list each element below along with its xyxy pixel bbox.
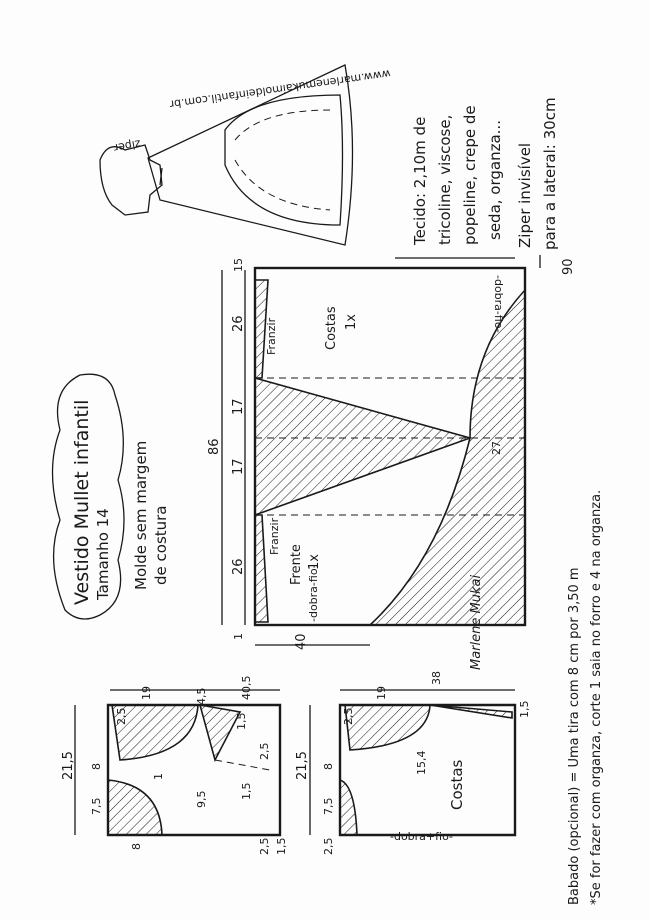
fold-grain-label: -dobra+fio- xyxy=(390,830,453,843)
note-fabric-line: tricoline, viscose, xyxy=(436,115,454,245)
front-label: Frente xyxy=(289,544,304,585)
title-cloud: Vestido Mullet infantil Tamanho 14 Molde… xyxy=(51,373,170,620)
dimension-label: 1,5 xyxy=(240,783,253,801)
seam-note: Molde sem margem xyxy=(132,441,150,590)
size-label: Tamanho 14 xyxy=(94,508,112,601)
skirt-height: 86 xyxy=(207,438,222,455)
dress-sketch: ziper www.marlenemukaimoldeinfantil.com.… xyxy=(99,64,391,246)
note-zipper-line: Ziper invisível xyxy=(516,143,534,248)
skirt-diagonal: 27 xyxy=(490,441,503,455)
seam-note: de costura xyxy=(152,505,170,585)
skirt-segment: 26 xyxy=(231,315,246,332)
dimension-label: 19 xyxy=(140,686,153,700)
note-fabric-line: seda, organza... xyxy=(486,120,504,240)
page-title: Vestido Mullet infantil xyxy=(71,400,93,605)
dimension-label: 2,5 xyxy=(322,838,335,856)
dimension-label: 2,5 xyxy=(342,708,355,726)
dimension-label: 21,5 xyxy=(295,751,310,780)
skirt-bottom: 40 xyxy=(294,633,309,650)
dimension-label: 1,5 xyxy=(518,701,531,719)
dimension-label: 21,5 xyxy=(61,751,76,780)
dimension-label: 8 xyxy=(322,763,335,770)
front-qty: 1x xyxy=(307,554,322,570)
skirt-pattern: 90 86 15 26 17 17 26 1 40 27 Costas 1x F… xyxy=(207,255,576,650)
dimension-label: 1,5 xyxy=(235,713,248,731)
fold-grain-top: -dobra-fio- xyxy=(492,275,505,333)
dimension-label: 40,5 xyxy=(240,676,253,701)
ruffle-note: Babado (opcional) = Uma tira com 8 cm po… xyxy=(567,567,582,905)
dimension-label: 8 xyxy=(130,843,143,850)
back-qty: 1x xyxy=(344,314,359,330)
gather-label: Franzir xyxy=(268,517,281,555)
dimension-label: 1,5 xyxy=(275,838,288,856)
note-fabric-line: Tecido: 2,10m de xyxy=(411,117,429,246)
dimension-label: 7,5 xyxy=(90,798,103,816)
dimension-label: 15,4 xyxy=(415,751,428,776)
dimension-label: 19 xyxy=(375,686,388,700)
dimension-label: 8 xyxy=(90,763,103,770)
skirt-segment: 17 xyxy=(231,458,246,475)
organza-note: *Se for fazer com organza, corte 1 saia … xyxy=(589,490,604,905)
note-fabric-line: popeline, crepe de xyxy=(461,105,479,245)
dimension-label: 1 xyxy=(152,773,165,780)
fold-grain-bottom: -dobra-fio- xyxy=(307,564,320,622)
skirt-segment: 26 xyxy=(231,558,246,575)
back-bodice-pattern: 21,5 19 38 2,5 1,5 8 7,5 2,5 15,4 Costas… xyxy=(295,671,531,855)
back-bodice-label: Costas xyxy=(448,759,466,810)
front-bodice-pattern: 21,5 19 40,5 4,5 2,5 8 7,5 8 2,5 9,5 1,5… xyxy=(61,676,288,856)
dimension-label: 2,5 xyxy=(115,708,128,726)
dimension-label: 7,5 xyxy=(322,798,335,816)
website-watermark: www.marlenemukaimoldeinfantil.com.br xyxy=(168,67,391,111)
dimension-label: 4,5 xyxy=(195,688,208,706)
skirt-width: 90 xyxy=(561,258,576,275)
fabric-notes: Tecido: 2,10m de tricoline, viscose, pop… xyxy=(395,97,559,259)
skirt-segment: 15 xyxy=(232,258,245,272)
signature: Marlene Mukai xyxy=(469,575,484,670)
zipper-label: ziper xyxy=(112,137,141,155)
note-zipper-line: para a lateral: 30cm xyxy=(541,97,559,250)
gather-label: Franzir xyxy=(265,317,278,355)
dimension-label: 9,5 xyxy=(195,791,208,809)
dimension-label: 2,5 xyxy=(258,743,271,761)
dimension-label: 2,5 xyxy=(258,838,271,856)
skirt-segment: 1 xyxy=(232,633,245,640)
back-label: Costas xyxy=(324,306,339,350)
skirt-segment: 17 xyxy=(231,398,246,415)
dimension-label: 38 xyxy=(430,671,443,685)
